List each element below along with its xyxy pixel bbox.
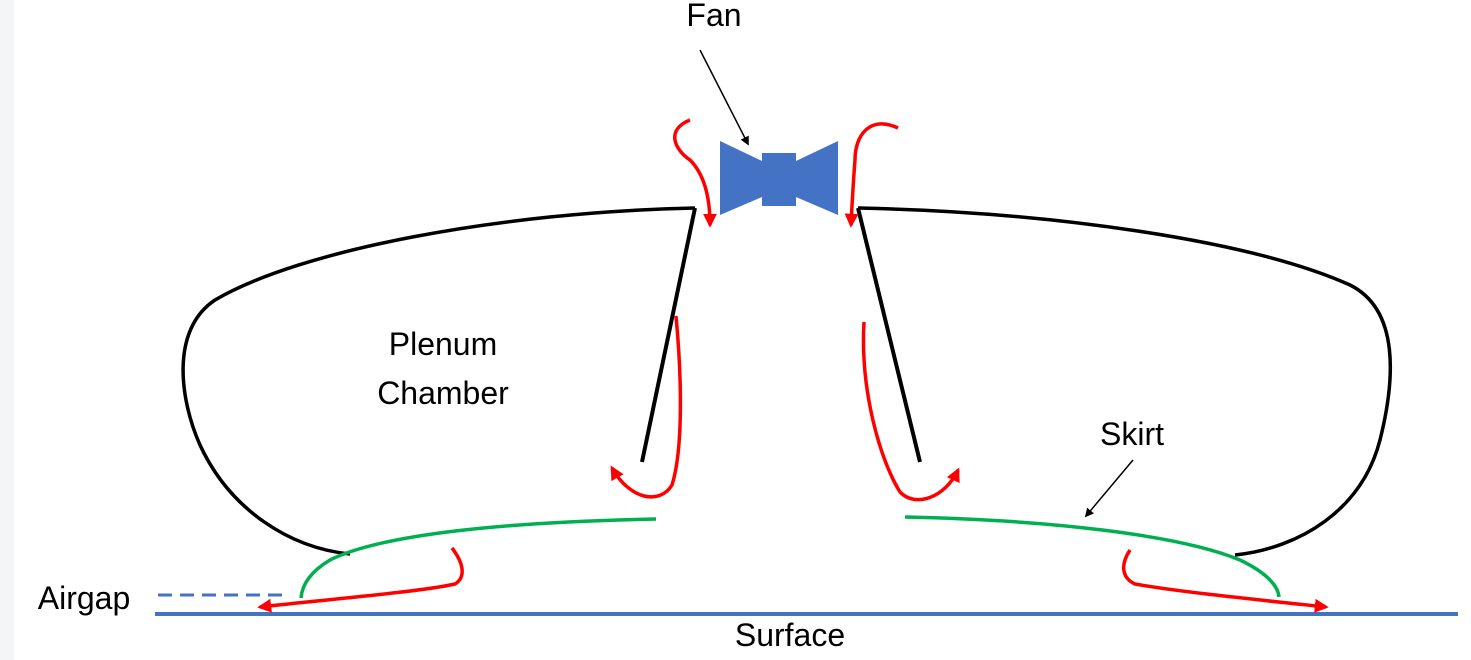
arrow-icon [861,321,960,502]
fan-label: Fan [686,0,741,33]
left-skirt [299,517,657,599]
left-inner-wall [640,207,697,463]
left-hull-outline [181,206,696,556]
arrow-icon [257,546,464,613]
left-margin-band [0,0,14,660]
leader-arrow-icon [1084,459,1134,518]
right-inner-wall [856,207,922,463]
right-skirt [904,515,1281,598]
right-hull-outline [857,206,1392,557]
arrow-icon [844,122,899,228]
plenum-label-line2: Chamber [377,375,509,411]
arrow-icon [1122,549,1329,613]
leader-arrow-icon [699,49,749,146]
arrow-icon [673,118,717,228]
fan-icon [720,141,838,215]
surface-label: Surface [735,617,845,653]
plenum-label-line1: Plenum [389,326,498,362]
arrow-icon [610,315,683,499]
skirt-label: Skirt [1100,416,1164,452]
airgap-label: Airgap [38,580,131,616]
